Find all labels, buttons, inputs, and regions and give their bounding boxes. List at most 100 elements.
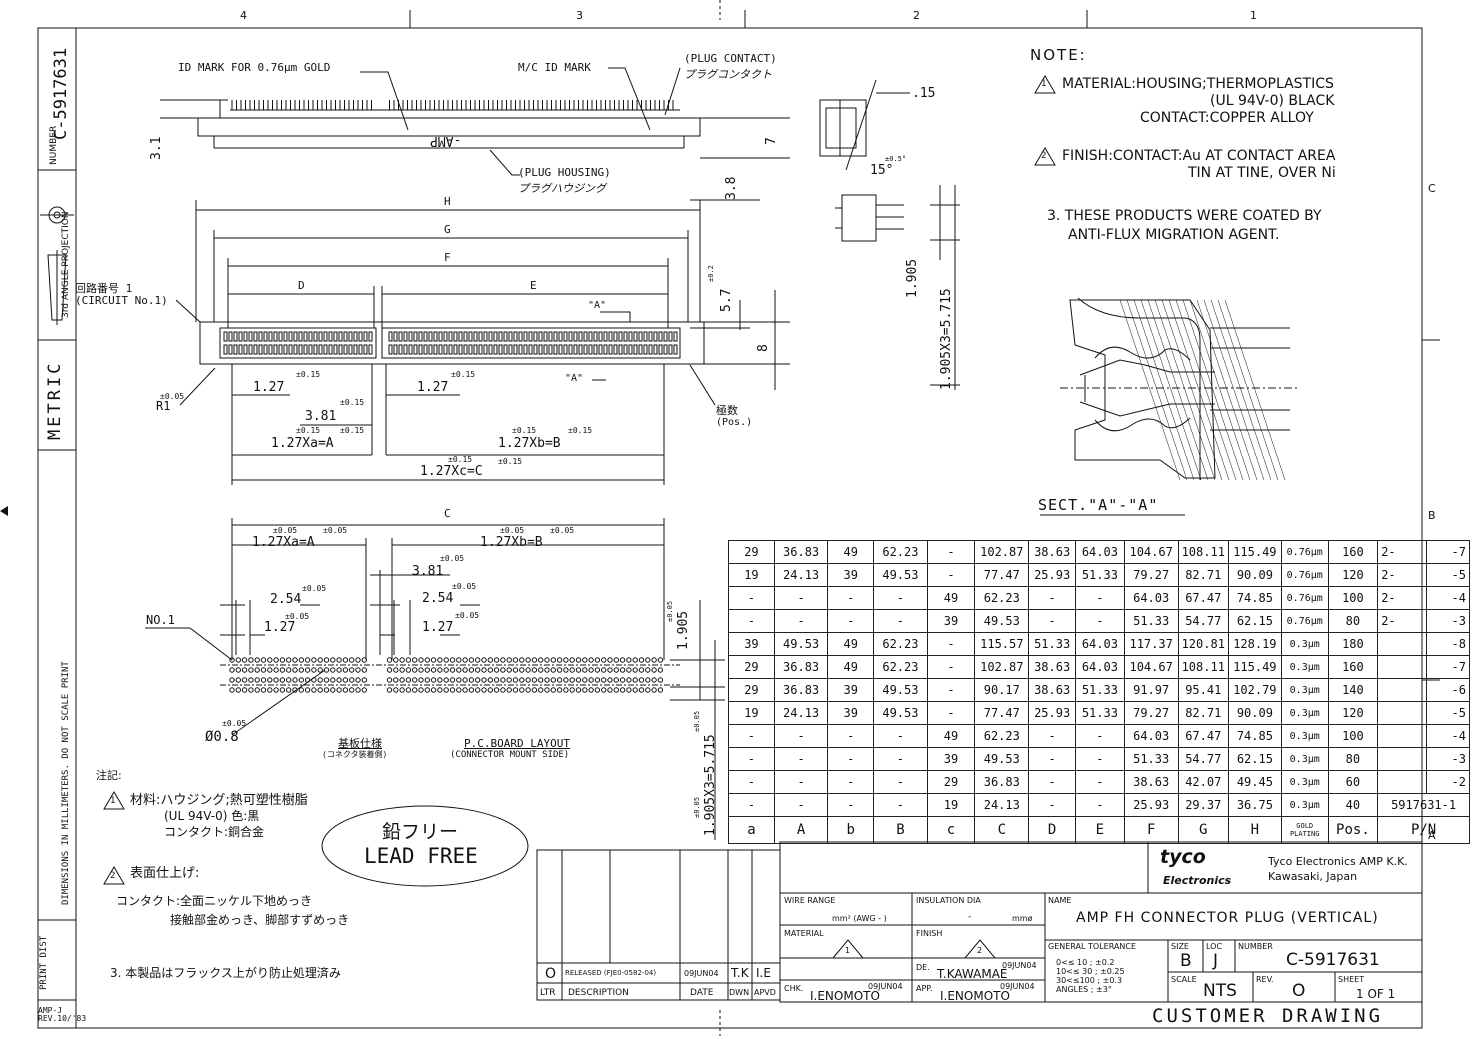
- table-cell: -8: [1426, 632, 1470, 656]
- dimensions-note: DIMENSIONS IN MILLIMETERS. DO NOT SCALE …: [61, 661, 71, 905]
- pcb-hole: [418, 677, 424, 683]
- pcb-hole: [475, 677, 481, 683]
- table-cell: -: [827, 793, 875, 817]
- pcb-1-27-b: 1.27: [422, 620, 454, 635]
- contact-pin: [593, 344, 598, 355]
- pcb-hole: [538, 657, 544, 663]
- contact-pin: [628, 331, 633, 342]
- table-cell: -: [873, 770, 928, 794]
- pcb-hole: [235, 687, 242, 693]
- general-tolerance-label: GENERAL TOLERANCE: [1048, 942, 1137, 951]
- pcb-1-27-b-tol: ±0.05: [455, 611, 480, 620]
- table-cell: 90.09: [1227, 563, 1282, 587]
- table-cell: 2-: [1377, 540, 1428, 564]
- contact-pin: [358, 344, 363, 355]
- contact-pin: [498, 344, 503, 355]
- table-cell: 38.63: [1123, 770, 1179, 794]
- table-cell: -: [926, 701, 976, 725]
- table-cell: -: [728, 724, 775, 748]
- electronics-logo: Electronics: [1163, 874, 1232, 887]
- pcb-hole: [412, 687, 418, 693]
- table-cell: 29.37: [1177, 793, 1229, 817]
- pcb-hole: [512, 677, 519, 683]
- table-cell: 120: [1327, 563, 1379, 587]
- pcb-hole: [323, 657, 330, 663]
- jp-note2-c: 接触部金めっき、脚部すずめっき: [170, 913, 350, 927]
- pcb-hole: [298, 657, 304, 663]
- contact-pin: [403, 344, 408, 355]
- table-cell: 2-: [1377, 563, 1428, 587]
- pcb-hole: [311, 657, 317, 663]
- table-cell: -: [728, 770, 775, 794]
- dim-c: C: [444, 507, 451, 520]
- table-cell: 74.85: [1227, 586, 1282, 610]
- pcb-hole: [235, 657, 242, 663]
- contact-pin: [608, 344, 613, 355]
- table-header-cell: B: [873, 816, 928, 844]
- contact-pin: [248, 331, 253, 342]
- pcb-3-81-tol: ±0.05: [440, 554, 465, 563]
- pcb-hole: [601, 667, 607, 673]
- pcb-hole: [626, 667, 632, 673]
- pcb-hole: [311, 687, 317, 693]
- dim-15deg: 15°: [870, 163, 894, 178]
- contact-pin: [518, 344, 523, 355]
- dim-1-27xb: 1.27Xb=B: [498, 436, 561, 451]
- table-cell: 49.53: [974, 609, 1030, 633]
- table-cell: 60: [1327, 770, 1379, 794]
- contact-pin: [613, 344, 618, 355]
- contact-pin: [663, 331, 668, 342]
- contact-pin: [283, 331, 288, 342]
- pcb-hole: [626, 677, 632, 683]
- section-hatch: [1140, 299, 1202, 481]
- contact-pin: [658, 331, 663, 342]
- table-cell: 39: [926, 747, 976, 771]
- contact-pin: [298, 344, 303, 355]
- jp-note1-c: コンタクト:銅合金: [164, 825, 265, 839]
- pcb-hole: [525, 657, 531, 663]
- section-hatch: [1210, 299, 1272, 481]
- pcb-hole: [405, 667, 412, 673]
- contact-pin: [513, 344, 518, 355]
- table-cell: -: [773, 609, 829, 633]
- pcb-hole: [437, 667, 443, 673]
- pcb-hole: [254, 667, 260, 673]
- table-cell: [1377, 632, 1428, 656]
- pcb-hole: [481, 687, 487, 693]
- table-cell: 62.23: [873, 632, 928, 656]
- pcb-hole: [399, 667, 405, 673]
- contact-pin: [508, 331, 513, 342]
- contact-pin: [578, 331, 583, 342]
- contact-pin: [673, 331, 678, 342]
- pcb-hole: [260, 677, 267, 683]
- contact-pin: [643, 331, 648, 342]
- table-cell: 64.03: [1123, 724, 1179, 748]
- contact-pin: [428, 344, 433, 355]
- pcb-hole: [525, 677, 531, 683]
- pcb-hole: [342, 677, 349, 683]
- contact-pin: [223, 331, 228, 342]
- pcb-hole: [304, 667, 311, 673]
- table-cell: -: [1075, 770, 1125, 794]
- pcb-hole: [229, 677, 235, 683]
- pcb-hole: [569, 687, 575, 693]
- contact-pin: [338, 344, 343, 355]
- table-cell: 39: [926, 609, 976, 633]
- board-spec-jp: 基板仕様: [338, 737, 382, 750]
- rev-apvd: I.E: [756, 966, 771, 980]
- pcb-hole: [248, 667, 254, 673]
- pcb-hole: [645, 677, 651, 683]
- dim-xa-tol2: ±0.15: [340, 426, 365, 435]
- pcb-hole: [286, 677, 292, 683]
- pcb-hole: [601, 687, 607, 693]
- rev-desc: RELEASED (FJE0-0582-04): [565, 969, 657, 977]
- contact-pin: [418, 331, 423, 342]
- contact-pin: [483, 331, 488, 342]
- table-cell: 115.49: [1227, 655, 1282, 679]
- table-cell: 49: [827, 632, 875, 656]
- contact-pin: [558, 344, 563, 355]
- contact-pin: [448, 344, 453, 355]
- rev-date: 09JUN04: [684, 969, 719, 978]
